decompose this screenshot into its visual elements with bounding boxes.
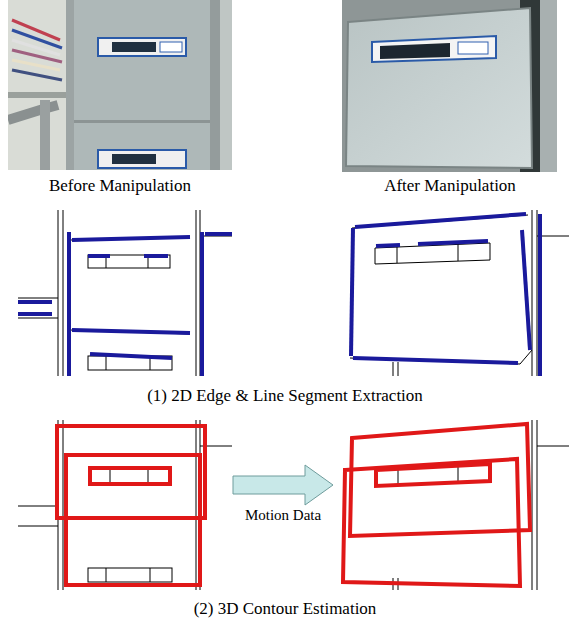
caption-text: (1) 2D Edge & Line Segment Extraction (147, 386, 423, 406)
arrow-polygon (233, 465, 333, 505)
arrow-outline (232, 464, 334, 506)
after-contour-drawing (343, 420, 569, 590)
caption-text: Before Manipulation (49, 176, 191, 196)
before-edge-drawing (18, 210, 232, 376)
caption-text: After Manipulation (384, 176, 516, 196)
before-contour-drawing (18, 420, 232, 590)
before-photo (8, 0, 232, 170)
after-photo (342, 0, 557, 172)
after-edge-drawing (350, 210, 569, 376)
arrow-label: Motion Data (232, 506, 334, 524)
caption-text: (2) 3D Contour Estimation (194, 599, 377, 619)
arrow-shape: Motion Data (232, 464, 334, 524)
